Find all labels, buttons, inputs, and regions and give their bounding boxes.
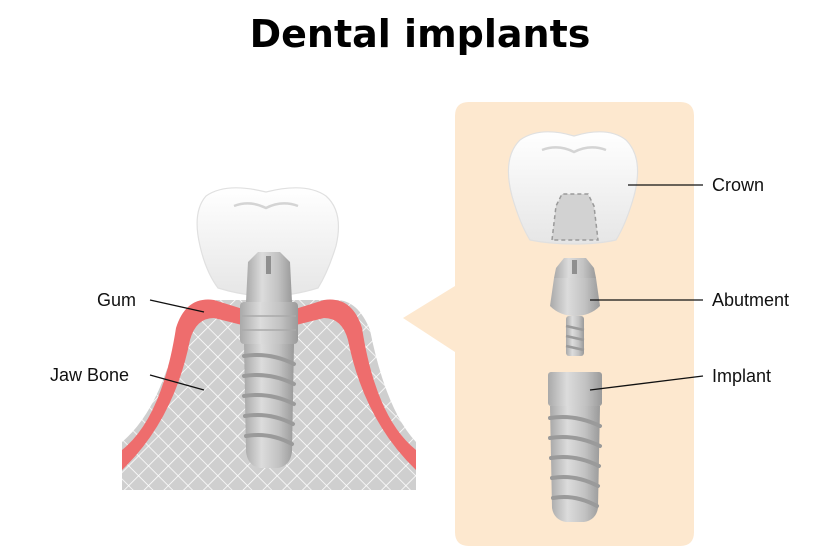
gum-leader xyxy=(149,299,205,313)
leader-lines xyxy=(149,184,704,391)
crown-label: Crown xyxy=(712,175,765,195)
gum-label: Gum xyxy=(97,290,137,310)
abutment-label: Abutment xyxy=(712,290,790,310)
assembled-implant xyxy=(240,252,298,468)
assembled-crown xyxy=(196,187,339,297)
jaw-bone-label: Jaw Bone xyxy=(50,365,130,385)
abutment-component xyxy=(550,258,600,356)
crown-component xyxy=(507,131,639,245)
implant-label: Implant xyxy=(712,366,772,386)
jaw-bone-leader xyxy=(149,374,205,391)
implant-leader xyxy=(589,375,704,391)
page-title: Dental implants xyxy=(249,12,591,56)
implant-component xyxy=(548,372,602,522)
gum-tissue xyxy=(122,299,416,470)
